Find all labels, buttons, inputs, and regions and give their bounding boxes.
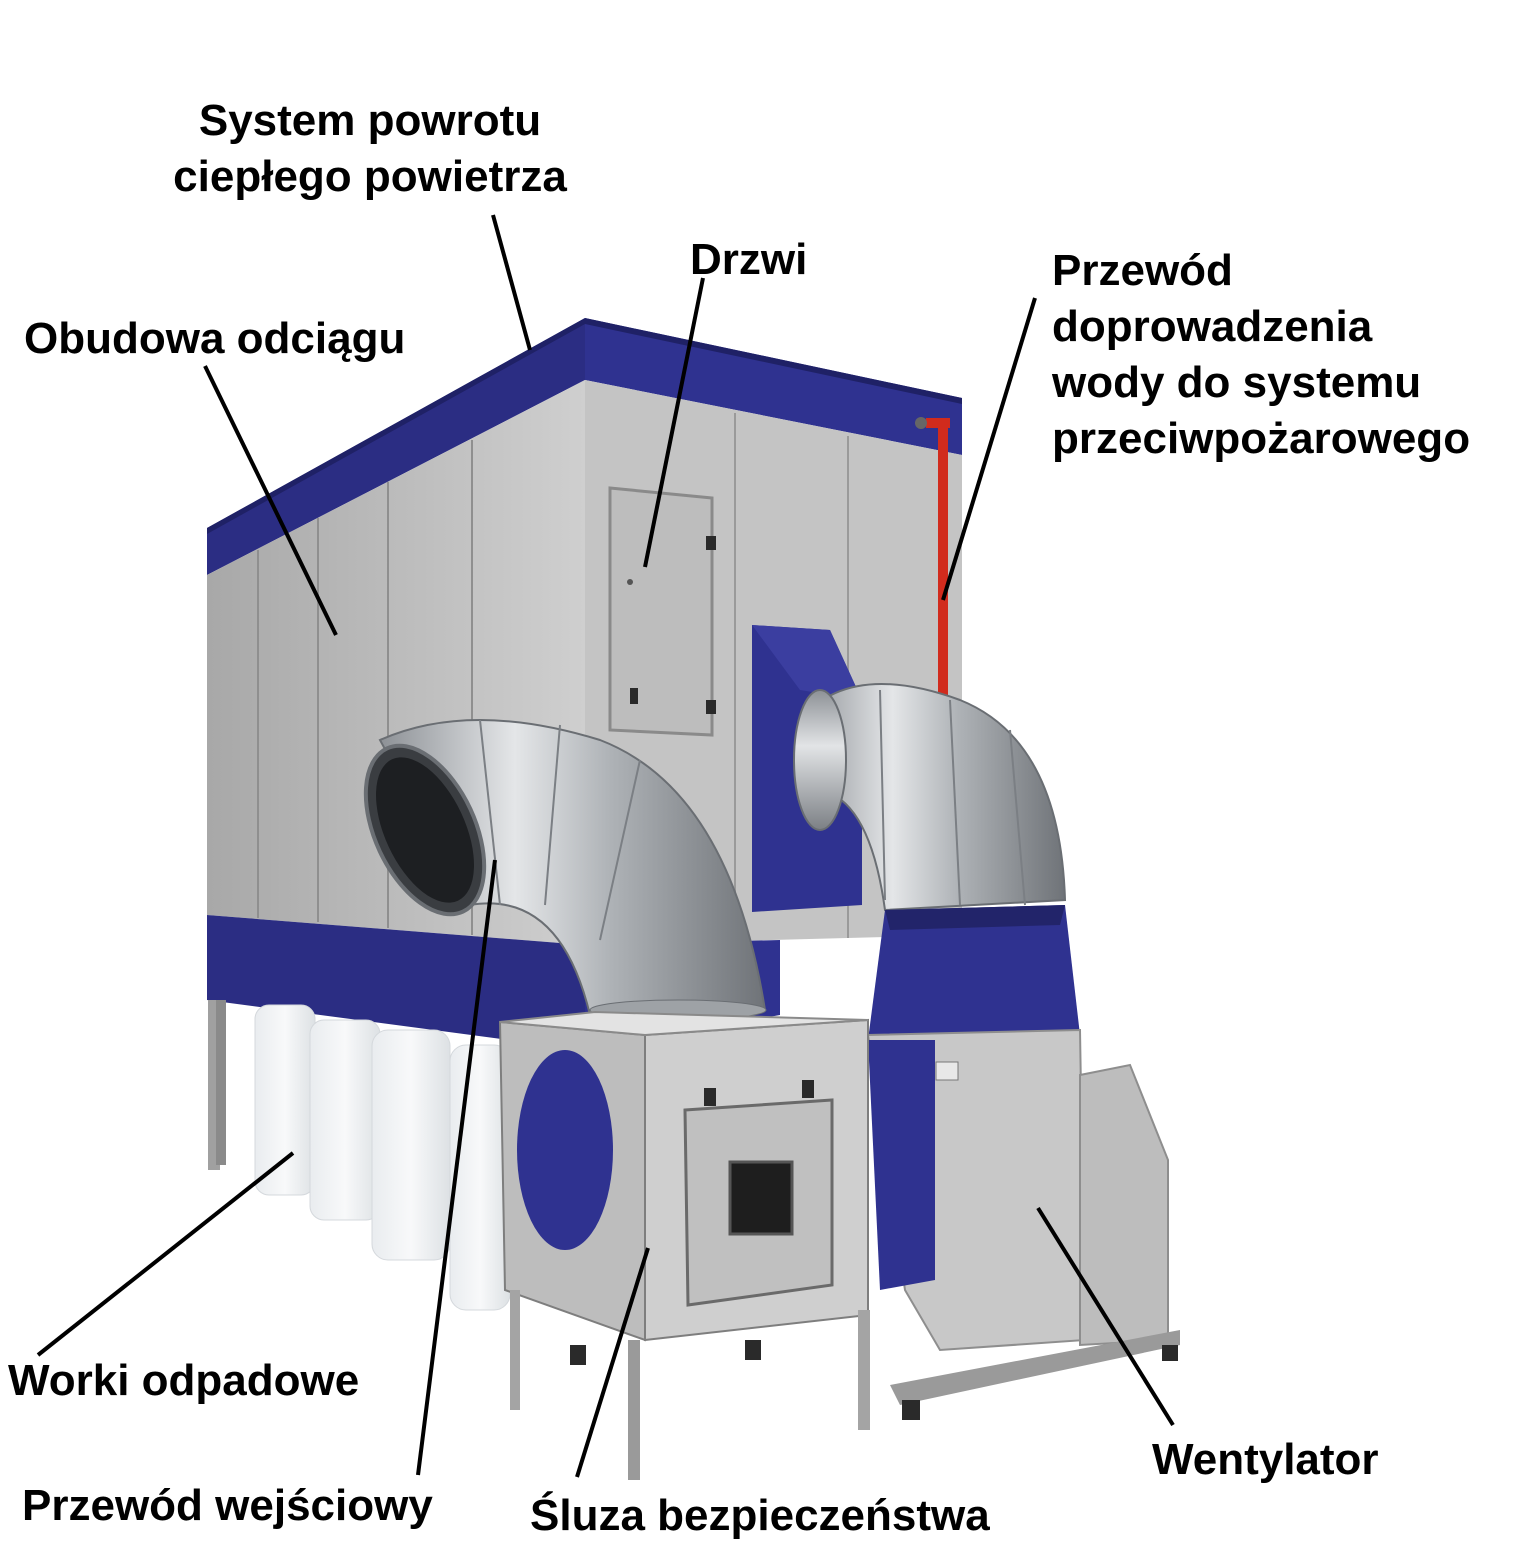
label-safety-lock: Śluza bezpieczeństwa [530, 1491, 990, 1540]
label-water-pipe: Przewód doprowadzenia wody do systemu pr… [1052, 246, 1471, 463]
fan-elbow-duct [793, 683, 1067, 912]
fan-unit [866, 905, 1180, 1420]
leader-waste-bags [36, 1151, 295, 1357]
leader-safety-lock [575, 1247, 650, 1478]
leader-door [643, 277, 705, 568]
leader-lines [36, 214, 1175, 1478]
label-heat-return: System powrotu ciepłego powietrza [173, 96, 567, 201]
fire-water-pipe [915, 417, 950, 695]
safety-lock [498, 1010, 870, 1480]
label-inlet-duct: Przewód wejściowy [22, 1481, 433, 1530]
label-fan: Wentylator [1152, 1435, 1379, 1484]
leader-housing [203, 365, 338, 636]
leader-inlet-duct [416, 859, 497, 1476]
leader-heat-return [491, 214, 532, 351]
door [608, 486, 716, 737]
inlet-duct [363, 719, 767, 1021]
label-housing: Obudowa odciągu [24, 314, 406, 363]
leader-fan [1036, 1206, 1175, 1427]
label-waste-bags: Worki odpadowe [8, 1356, 360, 1405]
leader-water-pipe [941, 297, 1037, 601]
waste-bags [254, 1004, 511, 1311]
label-door: Drzwi [690, 235, 808, 284]
